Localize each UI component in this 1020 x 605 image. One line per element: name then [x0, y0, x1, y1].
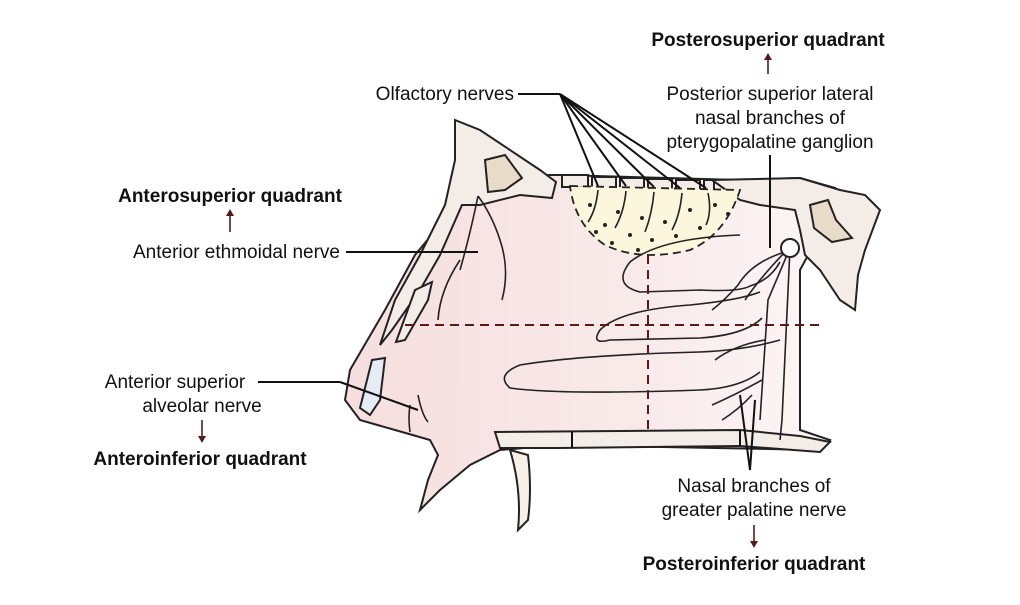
olfactory-area	[568, 185, 742, 256]
alar-cartilage	[358, 356, 387, 417]
leader-lines	[258, 93, 771, 471]
incisor-tooth	[508, 448, 531, 533]
label-asa-line2: alveolar nerve	[142, 396, 261, 417]
label-psl-line1: Posterior superior lateral	[667, 84, 874, 105]
arrow-posterosuperior	[764, 53, 772, 74]
label-posterosuperior-quadrant: Posterosuperior quadrant	[651, 30, 885, 51]
label-anterosuperior-quadrant: Anterosuperior quadrant	[118, 186, 342, 207]
ganglion-nerves	[408, 195, 791, 441]
label-posteroinferior-quadrant: Posteroinferior quadrant	[643, 554, 866, 575]
label-anteroinferior-quadrant: Anteroinferior quadrant	[93, 449, 307, 470]
label-psl-line3: pterygopalatine ganglion	[666, 132, 873, 153]
olfactory-fibers	[587, 189, 711, 233]
label-ngp-line2: greater palatine nerve	[662, 500, 847, 521]
arrow-anteroinferior	[198, 420, 206, 443]
sphenoid-bone	[708, 176, 882, 312]
sphenoid-sinus	[808, 198, 854, 244]
pterygopalatine-ganglion	[780, 238, 800, 258]
arrow-anterosuperior	[226, 209, 234, 232]
olfactory-dots	[588, 203, 730, 252]
label-ngp-line1: Nasal branches of	[677, 476, 831, 497]
label-psl-line2: nasal branches of	[695, 108, 846, 129]
label-olfactory-nerves: Olfactory nerves	[376, 84, 514, 105]
label-asa-line1: Anterior superior	[105, 372, 246, 393]
arrow-posteroinferior	[750, 525, 758, 548]
hard-palate	[493, 428, 833, 454]
frontal-sinus	[483, 153, 524, 194]
nasal-cartilage	[394, 280, 434, 344]
label-anterior-ethmoidal-nerve: Anterior ethmoidal nerve	[133, 242, 340, 263]
